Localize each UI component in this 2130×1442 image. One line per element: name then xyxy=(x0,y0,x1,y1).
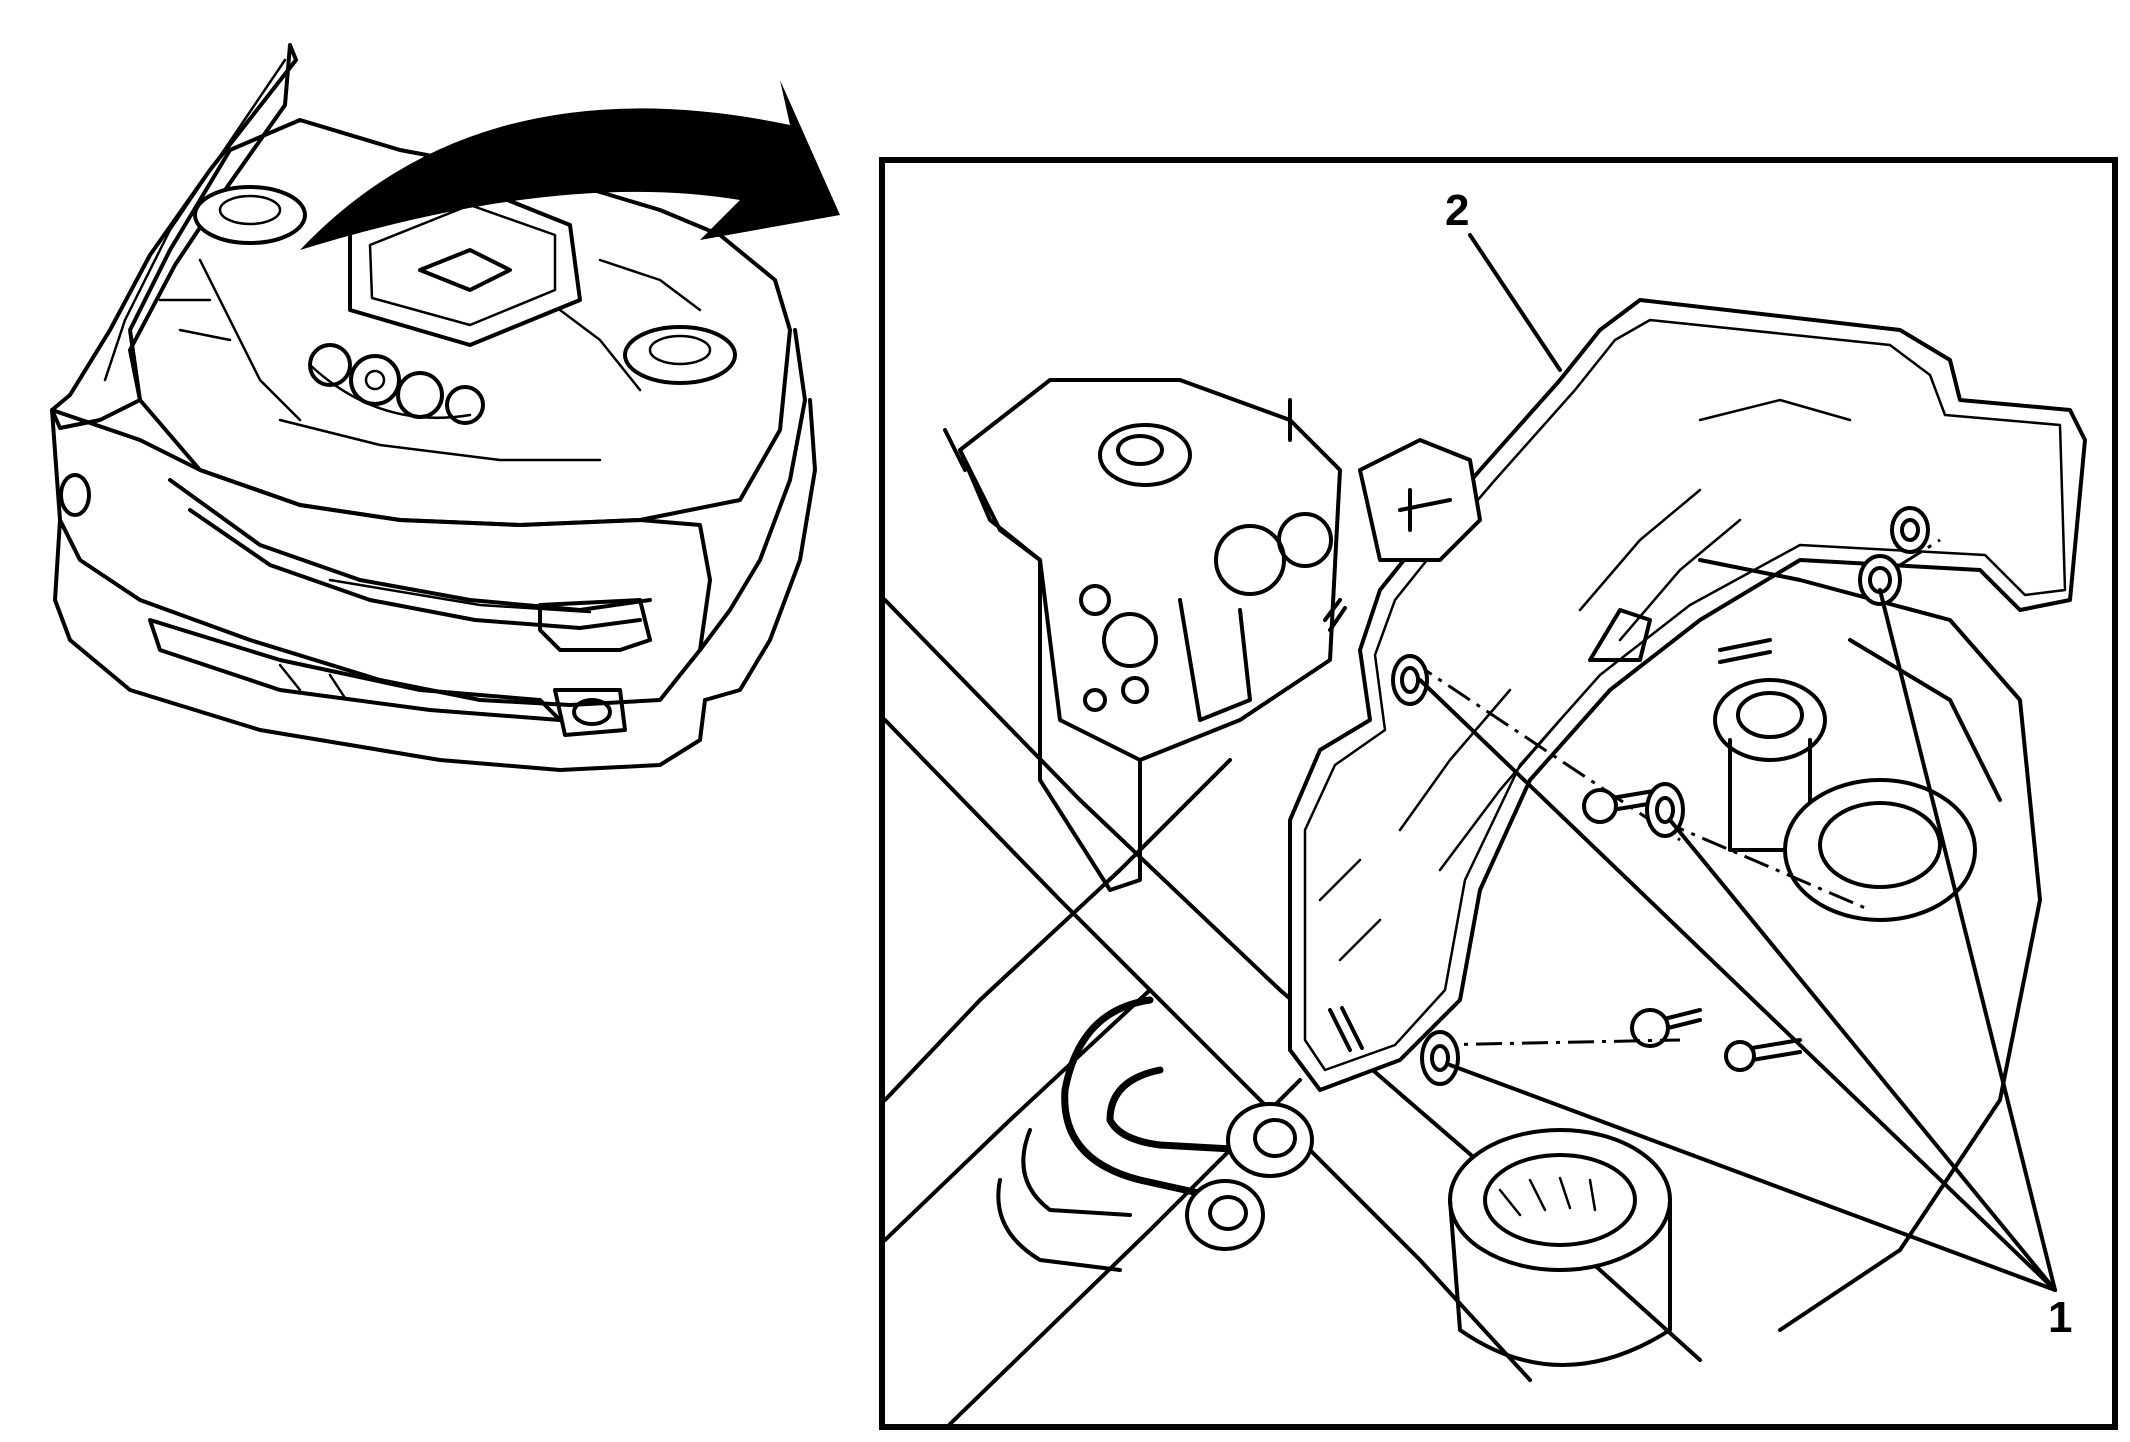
callout-2-leader xyxy=(1468,233,1562,372)
callout-label-1: 1 xyxy=(2048,1293,2072,1342)
vehicle-overview xyxy=(50,43,817,772)
callout-1-leaders xyxy=(1418,588,2057,1292)
stud-group xyxy=(1323,598,1802,1072)
fastener-set xyxy=(1391,506,1941,1086)
callout-label-2: 2 xyxy=(1445,186,1469,235)
transition-arrow-icon xyxy=(300,80,840,250)
detail-view xyxy=(879,157,2118,1430)
